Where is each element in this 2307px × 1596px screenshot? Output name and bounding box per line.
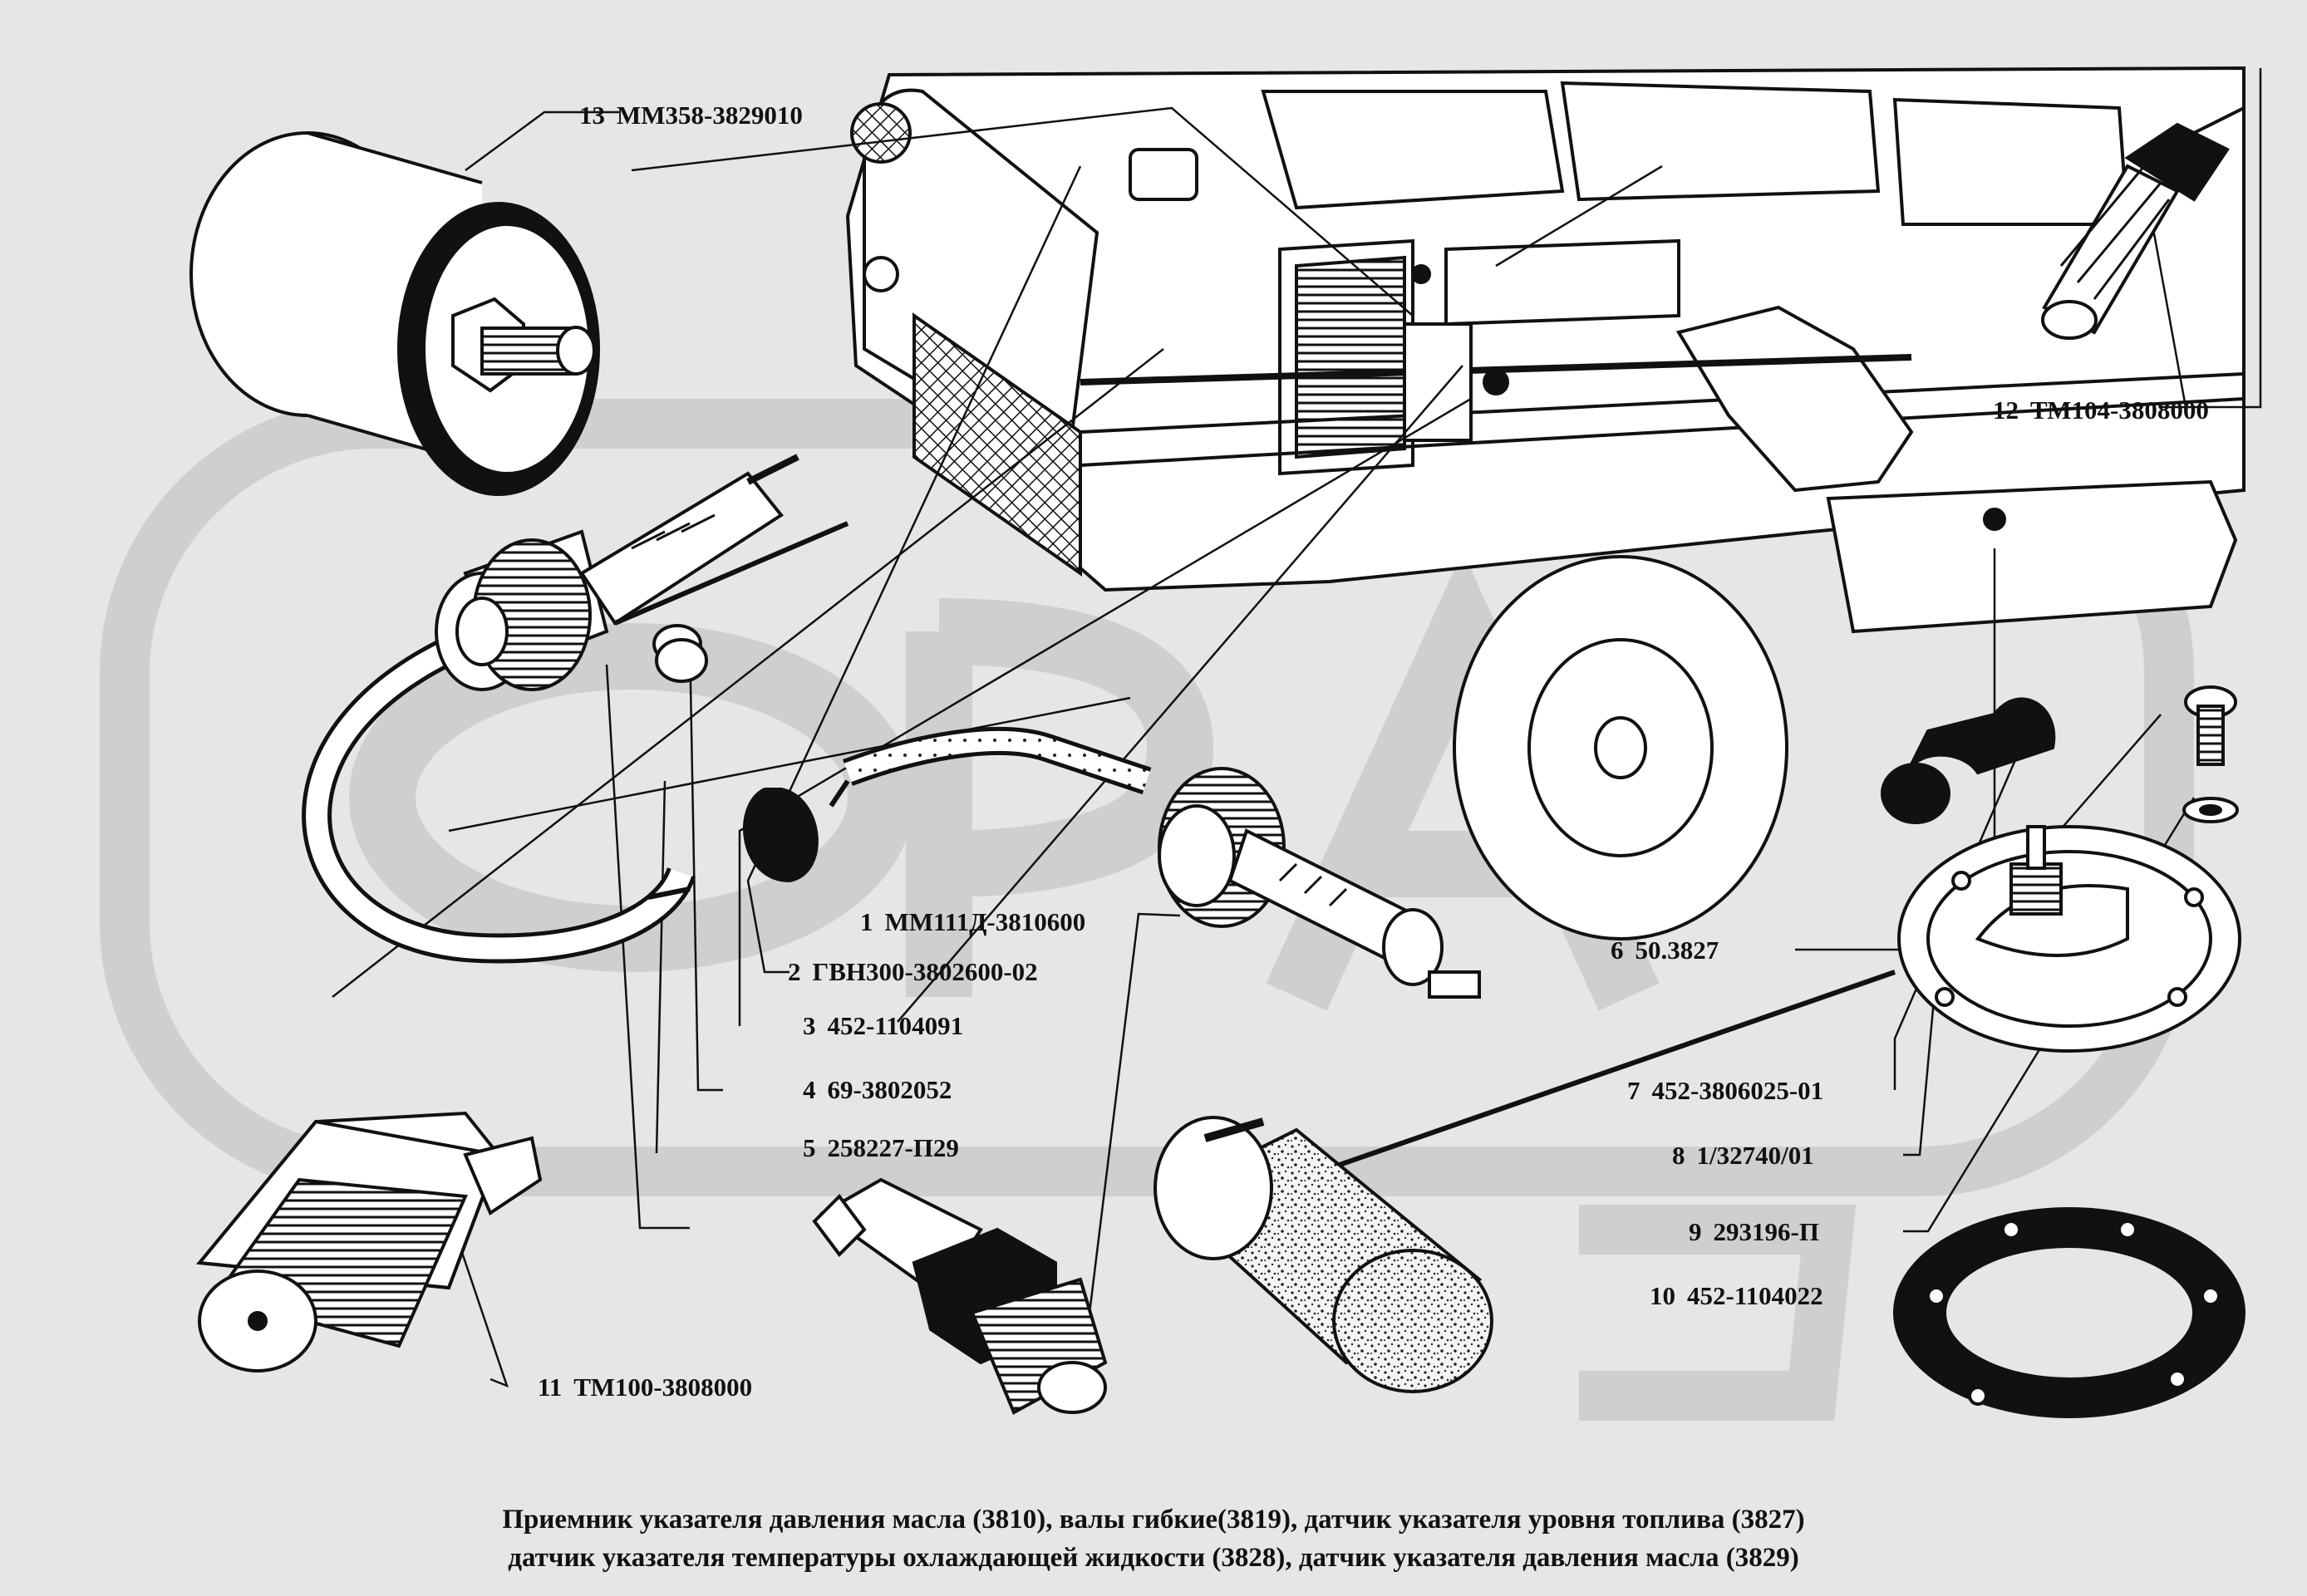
part-code: ТМ100-3808000 — [573, 1373, 753, 1402]
callout-number: 6 — [1611, 936, 1624, 965]
vehicle-body — [845, 66, 2246, 940]
callout-number: 9 — [1689, 1217, 1702, 1246]
callout-number: 12 — [1993, 395, 2019, 425]
diagram-caption: Приемник указателя давления масла (3810)… — [0, 1500, 2307, 1577]
part-filter-element — [1154, 1116, 1493, 1393]
part-11-oil-pressure-sensor — [196, 1111, 543, 1373]
part-12-temperature-sensor — [2041, 106, 2245, 340]
part-code: ТМ104-3808000 — [2030, 395, 2209, 425]
callout-number: 10 — [1650, 1281, 1675, 1310]
leader-lines — [332, 68, 2262, 1388]
part-13-pressure-receiver — [189, 131, 600, 496]
callout-number: 2 — [788, 957, 801, 986]
part-code: 50.3827 — [1635, 936, 1719, 965]
callout-7: 7 452-3806025-01 — [1627, 1078, 1823, 1103]
part-code: 258227-П29 — [827, 1133, 959, 1162]
part-code: 1/32740/01 — [1696, 1141, 1814, 1170]
caption-line-1: Приемник указателя давления масла (3810)… — [502, 1505, 1805, 1535]
part-code: ММ358-3829010 — [617, 101, 803, 130]
callout-number: 7 — [1627, 1076, 1640, 1105]
callout-5: 5 258227-П29 — [803, 1135, 959, 1161]
caption-line-2: датчик указателя температуры охлаждающей… — [508, 1543, 1799, 1573]
part-7-rubber-boot — [1881, 697, 2056, 824]
part-10-gasket — [1893, 1207, 2246, 1418]
part-6-fuel-level-sensor — [1296, 825, 2241, 1182]
part-code: ММ111Д-3810600 — [884, 907, 1086, 936]
callout-8: 8 1/32740/01 — [1672, 1142, 1814, 1168]
callout-4: 4 69-3802052 — [803, 1077, 952, 1102]
part-code: 452-1104022 — [1687, 1281, 1823, 1310]
callout-number: 8 — [1672, 1141, 1685, 1170]
callout-13: 13 ММ358-3829010 — [579, 102, 803, 128]
part-code: 293196-П — [1713, 1217, 1819, 1246]
callout-6: 6 50.3827 — [1611, 937, 1719, 963]
callout-number: 13 — [579, 101, 605, 130]
callout-11: 11 ТМ100-3808000 — [538, 1374, 752, 1400]
callout-number: 3 — [803, 1011, 816, 1040]
part-code: 452-1104091 — [827, 1011, 964, 1040]
flexible-shaft-assembly — [302, 454, 1481, 999]
part-code: 452-3806025-01 — [1651, 1076, 1824, 1105]
callout-9: 9 293196-П — [1689, 1219, 1819, 1245]
callout-2: 2 ГВН300-3802600-02 — [788, 959, 1038, 985]
part-code: ГВН300-3802600-02 — [812, 957, 1038, 986]
callout-number: 11 — [538, 1373, 563, 1402]
callout-1: 1 ММ111Д-3810600 — [860, 909, 1085, 935]
part-pressure-sensor-lower — [812, 1177, 1108, 1415]
callout-number: 4 — [803, 1075, 816, 1104]
callout-number: 1 — [860, 907, 873, 936]
callout-3: 3 452-1104091 — [803, 1013, 963, 1039]
part-code: 69-3802052 — [827, 1075, 952, 1104]
callout-number: 5 — [803, 1133, 816, 1162]
part-8-9-bolt-washer — [2182, 685, 2239, 823]
callout-12: 12 ТМ104-3808000 — [1993, 397, 2209, 423]
callout-10: 10 452-1104022 — [1650, 1283, 1823, 1309]
